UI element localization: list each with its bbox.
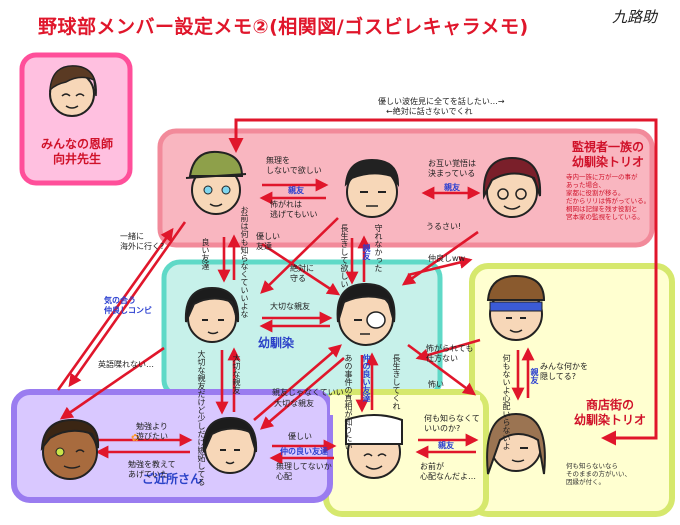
- label-yoi-tomo: 良い友達: [201, 238, 210, 270]
- author-signature: 九路助: [612, 8, 658, 26]
- shotengai-title: 商店街の 幼馴染トリオ: [573, 398, 646, 427]
- label-kowagari: 怖がれは 逃げてもいい: [270, 200, 318, 219]
- label-benkyo-oshiete: 勉強を教えて あげていた: [128, 460, 176, 479]
- label-nakayoshi-ww: 仲良しww: [428, 254, 466, 263]
- bandana-boy-face: [344, 158, 400, 218]
- label-naka: 仲の良い友達: [362, 354, 371, 402]
- label-ki-no-au: 気の合う 仲良しコンビ: [104, 296, 152, 315]
- eyepatch-boy-face: [336, 282, 396, 346]
- label-muri: 無理を しないで欲しい: [266, 156, 322, 175]
- black-hair-boy-2-face: [202, 416, 258, 474]
- long-hair-girl-face: [486, 412, 546, 475]
- label-nanimo-shiranakute: 何も知らなくて いいのか?: [424, 414, 480, 433]
- label-shinyu-naku: 親友じゃなくていい: [272, 388, 344, 397]
- label-muri-2: 無理してないか 心配: [276, 462, 332, 481]
- label-taisetsu-dakedo: 大切な親友だけど少しだけ嫉妬してる: [197, 350, 206, 486]
- label-ano-jiken: あの事件の真相が知りたい: [344, 354, 353, 450]
- label-naka-2: 仲の良い友達: [280, 447, 328, 456]
- page-title: 野球部メンバー設定メモ②(相関図/ゴスビレキャラメモ): [38, 16, 529, 38]
- label-shinyu-2: 親友: [444, 183, 460, 192]
- label-taisetsu-2: 大切な親友: [274, 399, 314, 408]
- teacher-face: [49, 65, 97, 117]
- label-ururusai: うるさい!: [426, 222, 462, 231]
- label-zettai: 絶対に 守る: [290, 264, 314, 283]
- label-daiji-1: 大切な親友: [270, 302, 310, 311]
- glasses-girl-face: [482, 156, 542, 218]
- label-top-2: ←絶対に話さないでくれ: [386, 107, 473, 116]
- label-shinyu-5: 親友: [438, 441, 454, 450]
- relationship-arrows: [56, 178, 535, 465]
- black-hair-boy-face: [184, 286, 240, 343]
- top-arrow-line: [228, 118, 658, 446]
- star-icon: ✿: [131, 433, 139, 444]
- label-shinyu-3: 親友: [362, 244, 371, 260]
- osananajimi-title: 幼馴染: [258, 336, 295, 350]
- kanshi-title: 監視者一族の 幼馴染トリオ: [571, 140, 644, 169]
- kanshi-note: 寺内一族に万が一の事が あった場合、 家都に役割が移る。 だからリリは怖がってい…: [566, 173, 651, 221]
- teacher-title: みんなの恩師 向井先生: [40, 137, 113, 166]
- cap-boy-face: [185, 150, 247, 215]
- label-shinyu-4: 親友: [530, 368, 539, 384]
- label-chou2: 長生きしてくれ: [392, 354, 401, 410]
- shotengai-note: 何も知らないなら そのままの方がいい、 因縁が付く。: [566, 462, 631, 486]
- label-issho: 一緒に 海外に行く?: [120, 232, 165, 251]
- label-taisetsu: 大切な親友: [232, 354, 241, 394]
- label-benkyo-yori: 勉強より 遊びたい: [136, 422, 168, 441]
- label-otagai: お互い覚悟は 決まっている: [428, 159, 476, 178]
- label-omae: お前は何も知らなくていいよな: [240, 206, 249, 318]
- goggles-boy-face: [486, 274, 546, 341]
- label-minna: みんな何かを 隠してる?: [540, 362, 588, 381]
- label-kowai: 怖い: [428, 380, 444, 389]
- label-top-1: 優しい波佐見に全てを話したい…→: [378, 97, 505, 106]
- teacher-box: [19, 52, 133, 186]
- label-nanimo: 何もないよ心配いらないよ: [502, 354, 511, 450]
- label-chou: 長生きして欲しい: [340, 224, 349, 288]
- chef-hat-face: [345, 414, 403, 479]
- label-yasashii-tomo: 優しい 友達: [256, 232, 280, 251]
- label-mamore: 守れなかった: [374, 224, 383, 272]
- dark-skin-girl-face: [40, 418, 100, 480]
- label-yasashii: 優しい: [288, 432, 312, 441]
- kinjo-title: ご近所さん: [142, 472, 203, 486]
- label-shinyu-1: 親友: [288, 186, 304, 195]
- label-kowai-hodo: 怖がられても 仕方ない: [426, 344, 474, 363]
- label-eigo: 英語喋れない…: [98, 360, 154, 369]
- label-omae-ga: お前が 心配なんだよ…: [420, 462, 476, 481]
